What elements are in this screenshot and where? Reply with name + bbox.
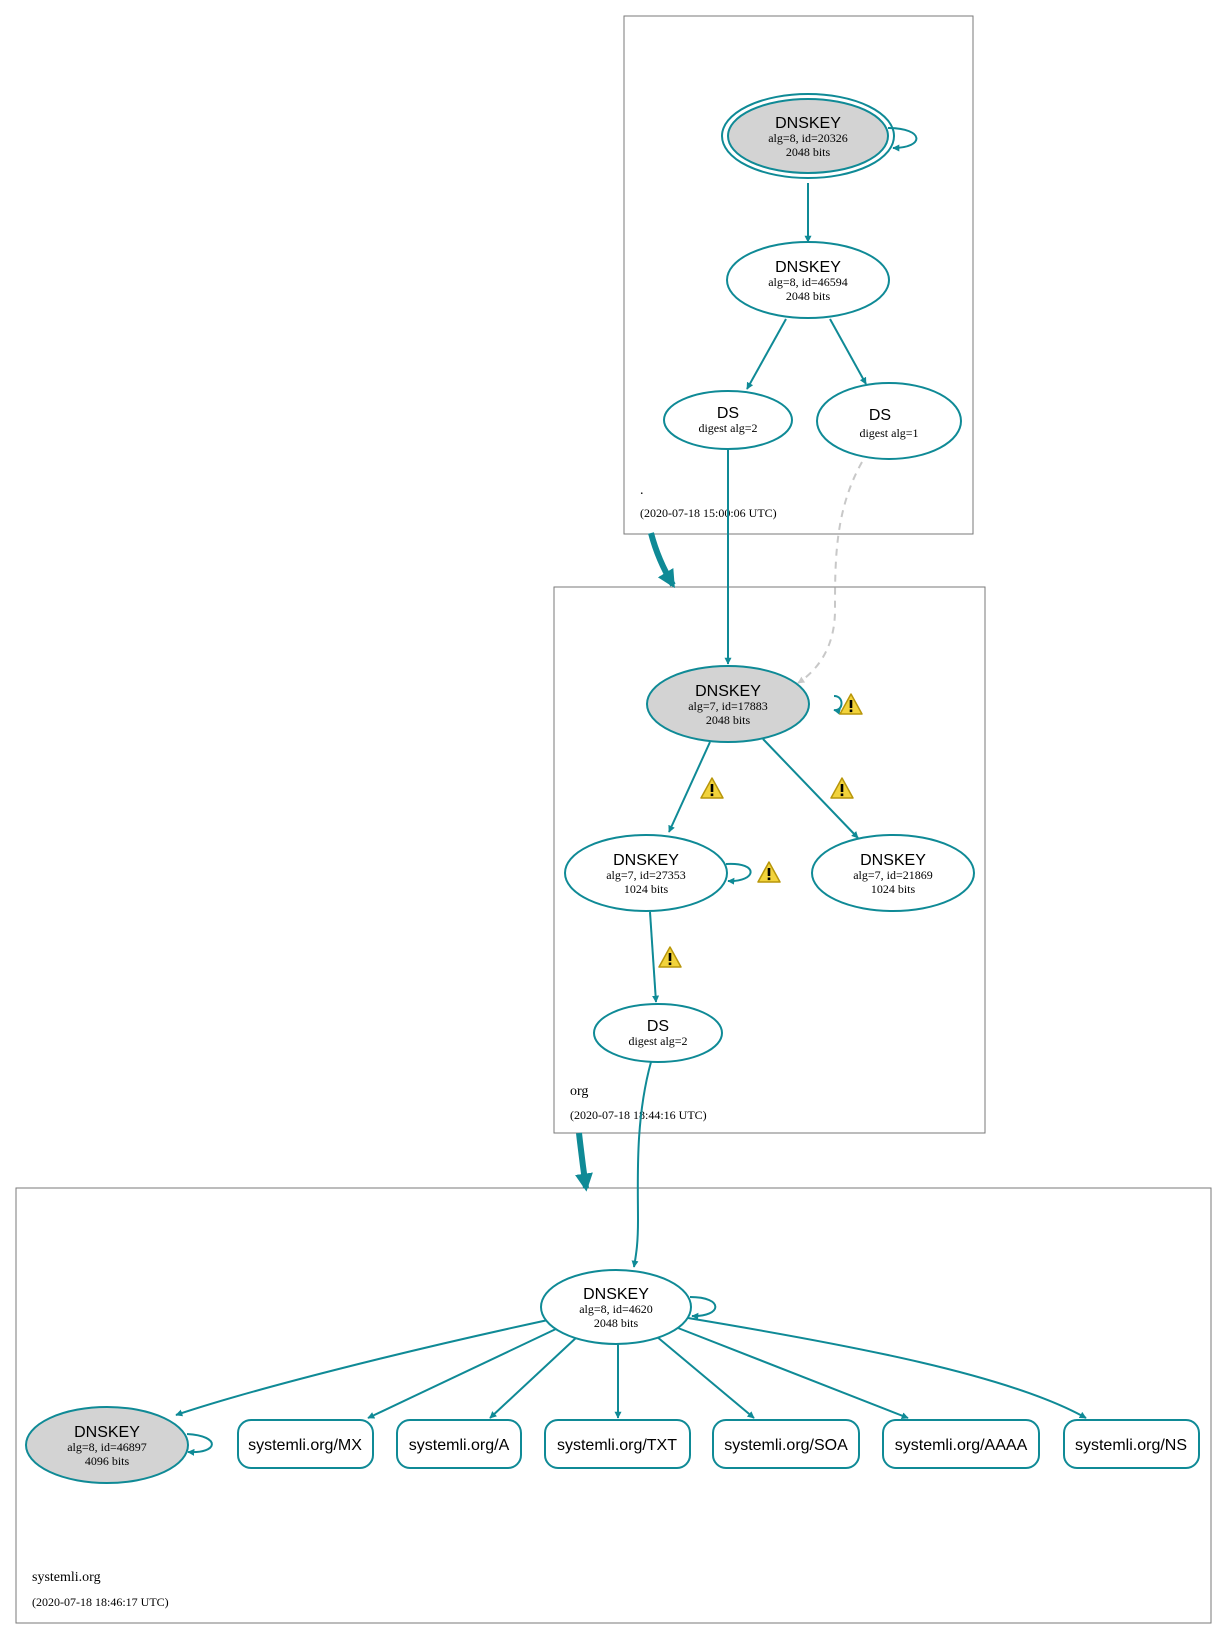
warning-triangle-icon [830, 777, 854, 799]
rrset-label: systemli.org/AAAA [895, 1437, 1028, 1454]
node-root-ds-2[interactable]: DS digest alg=2 [663, 390, 793, 450]
node-sys-ksk[interactable]: DNSKEY alg=8, id=4620 2048 bits [540, 1269, 692, 1345]
node-title: DNSKEY [695, 683, 761, 700]
rrset-label: systemli.org/SOA [724, 1437, 848, 1454]
edge-sys-ksk-soa [655, 1335, 755, 1419]
delegation-arrow-org-systemli [575, 1132, 593, 1192]
edge-org-ksk-zsk2 [762, 738, 859, 839]
node-detail: alg=7, id=17883 [688, 699, 768, 713]
zone-systemli-label: systemli.org [32, 1570, 101, 1585]
rrset-label: systemli.org/TXT [557, 1437, 677, 1454]
edge-root-zsk-ds2 [746, 318, 787, 390]
self-loop-org-zsk1 [725, 862, 752, 885]
node-detail: alg=7, id=27353 [606, 868, 686, 882]
edge-sys-ksk-key2 [175, 1319, 549, 1417]
self-loop-sys-key2 [186, 1433, 213, 1456]
node-title: DNSKEY [613, 852, 679, 869]
node-detail: 2048 bits [594, 1316, 639, 1330]
edge-org-ds-sys-ksk [631, 1061, 652, 1268]
zone-org-timestamp: (2020-07-18 18:44:16 UTC) [570, 1108, 707, 1122]
node-org-ds[interactable]: DS digest alg=2 [593, 1003, 723, 1063]
zone-root-label: . [640, 483, 644, 498]
rrset-node-soa[interactable]: systemli.org/SOA [712, 1419, 860, 1469]
node-title: DNSKEY [775, 259, 841, 276]
warning-triangle-icon [839, 693, 863, 715]
node-detail: 1024 bits [871, 882, 916, 896]
rrset-node-ns[interactable]: systemli.org/NS [1063, 1419, 1200, 1469]
zone-org-box [553, 586, 986, 1134]
node-title: DNSKEY [775, 115, 841, 132]
edge-sys-ksk-ns [687, 1317, 1087, 1419]
edge-org-ksk-zsk1 [668, 741, 711, 833]
edge-ds1-org-ksk-insecure [797, 461, 863, 684]
node-detail: 2048 bits [786, 289, 831, 303]
node-title: DS [869, 407, 891, 424]
warning-triangle-icon [757, 861, 781, 883]
self-loop-root-ksk [887, 127, 918, 152]
node-title: DS [717, 405, 739, 422]
edge-root-zsk-ds1 [829, 318, 867, 385]
rrset-label: systemli.org/NS [1075, 1437, 1187, 1454]
edge-sys-ksk-aaaa [677, 1327, 909, 1419]
node-title: DNSKEY [860, 852, 926, 869]
zone-root-timestamp: (2020-07-18 15:00:06 UTC) [640, 506, 777, 520]
zone-root-box [623, 15, 974, 535]
zone-org-label: org [570, 1084, 588, 1099]
node-detail: alg=8, id=46897 [67, 1440, 147, 1454]
node-detail: 2048 bits [706, 713, 751, 727]
node-detail: 4096 bits [85, 1454, 130, 1468]
node-root-ksk[interactable]: DNSKEY alg=8, id=20326 2048 bits [721, 93, 895, 179]
node-detail: alg=8, id=4620 [579, 1302, 653, 1316]
node-detail: alg=7, id=21869 [853, 868, 933, 882]
edge-org-zsk1-ds [649, 911, 660, 1003]
warning-triangle-icon [658, 946, 682, 968]
rrset-node-aaaa[interactable]: systemli.org/AAAA [882, 1419, 1040, 1469]
self-loop-org-ksk [833, 695, 843, 715]
node-detail: alg=8, id=20326 [768, 131, 848, 145]
rrset-node-mx[interactable]: systemli.org/MX [237, 1419, 374, 1469]
node-org-ksk[interactable]: DNSKEY alg=7, id=17883 2048 bits [646, 665, 810, 743]
node-detail: 2048 bits [786, 145, 831, 159]
node-detail: digest alg=2 [698, 421, 757, 435]
node-detail: digest alg=2 [628, 1034, 687, 1048]
edge-sys-ksk-mx [367, 1327, 559, 1419]
rrset-label: systemli.org/A [409, 1437, 510, 1454]
node-sys-key-46897[interactable]: DNSKEY alg=8, id=46897 4096 bits [25, 1406, 189, 1484]
node-root-zsk[interactable]: DNSKEY alg=8, id=46594 2048 bits [726, 241, 890, 319]
node-title: DS [647, 1018, 669, 1035]
rrset-node-txt[interactable]: systemli.org/TXT [544, 1419, 691, 1469]
zone-systemli-box [15, 1187, 1212, 1624]
node-detail: 1024 bits [624, 882, 669, 896]
node-detail: digest alg=1 [859, 426, 918, 440]
node-org-zsk-21869[interactable]: DNSKEY alg=7, id=21869 1024 bits [811, 834, 975, 912]
rrset-label: systemli.org/MX [248, 1437, 362, 1454]
node-detail: alg=8, id=46594 [768, 275, 848, 289]
node-title: DNSKEY [74, 1424, 140, 1441]
node-org-zsk-27353[interactable]: DNSKEY alg=7, id=27353 1024 bits [564, 834, 728, 912]
delegation-arrow-root-org [648, 532, 676, 589]
node-title: DNSKEY [583, 1286, 649, 1303]
self-loop-sys-ksk [689, 1296, 717, 1320]
rrset-node-a[interactable]: systemli.org/A [396, 1419, 522, 1469]
edge-sys-ksk-a [489, 1335, 579, 1419]
warning-triangle-icon [700, 777, 724, 799]
node-root-ds-1[interactable]: DS digest alg=1 [816, 382, 962, 460]
zone-systemli-timestamp: (2020-07-18 18:46:17 UTC) [32, 1595, 169, 1609]
